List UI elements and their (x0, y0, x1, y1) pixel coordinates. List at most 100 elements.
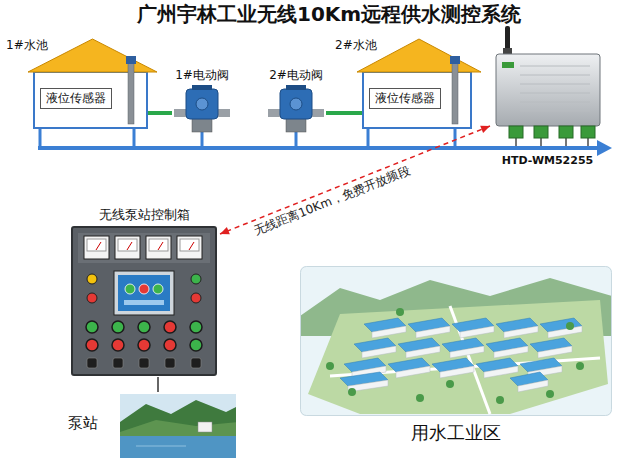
meter-needle (189, 242, 194, 250)
scene-ground (308, 300, 608, 414)
push-button (138, 321, 150, 333)
terminal-wire (515, 138, 517, 146)
building-wall (372, 326, 406, 338)
selector-knob (139, 358, 149, 368)
scene-tree (326, 362, 334, 370)
push-button (164, 321, 176, 333)
screen-icon (139, 284, 149, 294)
terminal-wire (565, 138, 567, 146)
valve-cap (286, 85, 306, 90)
panel-meter (115, 236, 140, 259)
building-wall (504, 326, 538, 338)
pipe-stub (335, 111, 363, 115)
connector-line (161, 111, 172, 115)
push-button (164, 339, 176, 351)
meter-face (149, 239, 168, 251)
indicator-light (87, 274, 97, 284)
push-button (112, 339, 124, 351)
scene-frame (301, 267, 612, 416)
control-cabinet: 无线泵站控制箱 (68, 205, 220, 377)
node-text: 2#电动阀 (269, 68, 323, 83)
case-fin (520, 111, 590, 112)
terminal-block (534, 126, 548, 138)
case-fin (520, 84, 590, 85)
terminal-block (559, 126, 573, 138)
building-wall (406, 346, 440, 358)
indicator-light (191, 274, 201, 284)
valve-flange (192, 118, 212, 132)
photo-building (198, 422, 212, 432)
panel-meter (177, 236, 202, 259)
connector-line (157, 377, 159, 392)
cable-line (158, 377, 159, 392)
selector-knob (113, 358, 123, 368)
screen-icon (153, 284, 163, 294)
pipe-stub (147, 111, 161, 115)
touch-screen-frame (114, 271, 174, 315)
meter-face (87, 239, 106, 251)
photo-ripple (136, 446, 186, 447)
building-wall (460, 326, 494, 338)
valve-actuator (280, 89, 312, 119)
building-wall (362, 346, 396, 358)
arrowhead (220, 227, 230, 234)
node-text: 1#水池 (6, 38, 48, 53)
node-text: 泵站 (68, 414, 98, 432)
node-text: 液位传感器 (46, 91, 106, 106)
indicator-light (87, 293, 97, 303)
meter-strip (78, 233, 210, 263)
panel-meter (84, 236, 109, 259)
photo-water (120, 436, 236, 458)
indicator-light (191, 293, 201, 303)
scene-sky (300, 266, 612, 416)
selector-knob (165, 358, 175, 368)
electric-valve: 2#电动阀 (266, 68, 326, 136)
valve-actuator (186, 89, 218, 119)
terminal-wire (587, 138, 589, 146)
screen-bar (124, 300, 164, 305)
sensor-probe (128, 62, 134, 124)
push-button (190, 339, 202, 351)
edge-label: 无线距离10Km，免费开放频段 (249, 162, 415, 240)
screen-icon (125, 284, 135, 294)
device-case (496, 54, 600, 126)
terminal-wire (540, 138, 542, 146)
building-wall (518, 380, 548, 392)
pipe-connector (161, 113, 172, 114)
meter-face (180, 239, 199, 251)
pump-photo (120, 394, 236, 458)
push-button (138, 339, 150, 351)
valve-wheel (196, 98, 208, 110)
scene-tree (546, 390, 554, 398)
push-button (86, 321, 98, 333)
wireless-terminal: HTD-WM52255 (490, 26, 605, 172)
device-drawing (490, 26, 605, 172)
scene-tree (416, 394, 424, 402)
wireless-link (220, 126, 490, 235)
building-wall (548, 326, 582, 338)
pipe-stem (39, 128, 42, 148)
scene-tree (496, 396, 504, 404)
scene-tree (566, 322, 574, 330)
pipe-arrowhead (597, 140, 612, 156)
meter-face (118, 239, 137, 251)
pipe-connector (326, 113, 335, 114)
node-text: 2#水池 (335, 38, 377, 53)
scene-tree (446, 380, 454, 388)
sensor-head (126, 56, 136, 64)
meter-needle (158, 242, 163, 250)
level-sensor-label: 液位传感器 (40, 88, 112, 109)
industrial-zone: 用水工业区 (300, 266, 612, 450)
valve-flange (286, 118, 306, 132)
node-text: 1#电动阀 (175, 68, 229, 83)
diagram-title: 广州宇林工业无线10Km远程供水测控系统 (137, 2, 521, 26)
building-wall (440, 366, 474, 378)
push-button (112, 321, 124, 333)
node-text: 液位传感器 (375, 91, 435, 106)
push-button (190, 321, 202, 333)
case-fin (520, 102, 590, 103)
scene-tree (396, 308, 404, 316)
node-text: HTD-WM52255 (502, 154, 593, 168)
selector-knob (87, 358, 97, 368)
